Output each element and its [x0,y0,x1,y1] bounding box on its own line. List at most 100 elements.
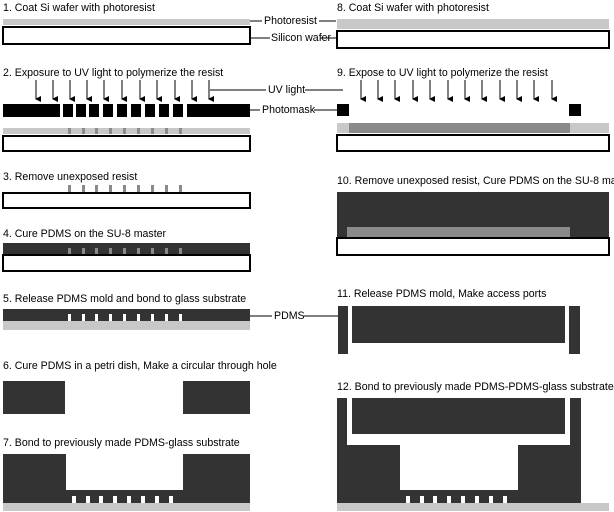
channel-notch [179,314,182,321]
step-1-silicon-wafer [2,26,251,45]
step-8-photoresist-layer [337,19,609,29]
step-12-glass-substrate [337,503,609,511]
step-9-silicon-wafer [336,134,610,152]
step-6-label: 6. Cure PDMS in a petri dish, Make a cir… [3,360,277,372]
exposed-resist-mark [179,128,182,134]
photomask-segment [145,104,155,117]
su8-post [123,185,126,192]
exposed-resist-mark [109,128,112,134]
channel-notch [99,496,103,503]
step-9-photomask-right [569,104,581,116]
callout-photomask: Photomask [262,104,316,116]
step-2-photomask [3,104,250,117]
su8-post [165,185,168,192]
step-11-pdms-left-wall [338,306,348,354]
step-4-su8-posts [68,248,182,255]
channel-notch [127,496,131,503]
exposed-resist-mark [68,128,71,134]
step-11-pdms-mold [352,306,565,343]
exposed-resist-mark [165,128,168,134]
su8-post [179,248,182,255]
step-7-pdms-block [3,454,250,503]
step-3-silicon-wafer [2,192,251,209]
channel-notch [113,496,117,503]
photomask-segment [103,104,113,117]
channel-notch [95,314,98,321]
step-4-silicon-wafer [2,254,251,272]
su8-post [165,248,168,255]
su8-post [109,248,112,255]
step-11-label: 11. Release PDMS mold, Make access ports [337,288,546,300]
step-2-label: 2. Exposure to UV light to polymerize th… [3,67,223,79]
step-4-pdms-layer [3,243,250,255]
photomask-segment [117,104,127,117]
channel-notch [503,496,507,503]
step-2-photoresist-layer [3,128,250,134]
step-9-label: 9. Expose to UV light to polymerize the … [337,67,548,79]
channel-notch [137,314,140,321]
step-2-silicon-wafer [2,135,251,152]
step-1-photoresist-layer [3,19,250,25]
step-12-label: 12. Bond to previously made PDMS-PDMS-gl… [337,381,614,393]
channel-notch [72,496,76,503]
photomask-segment [76,104,86,117]
su8-post [95,248,98,255]
step-5-channels [68,314,182,321]
step-9-uv-arrows [360,80,557,102]
step-10-su8-master [347,227,570,238]
exposed-resist-mark [137,128,140,134]
exposed-resist-mark [151,128,154,134]
callout-uv-light: UV light [268,84,305,96]
callout-pdms: PDMS [274,310,305,322]
su8-post [68,248,71,255]
step-12-channels [406,496,507,503]
channel-notch [433,496,437,503]
su8-post [137,248,140,255]
photomask-segment [89,104,99,117]
su8-post [109,185,112,192]
step-3-su8-posts [68,185,182,192]
step-11-pdms-right-wall [569,306,580,354]
step-6-pdms-left [3,381,65,414]
callout-photoresist: Photoresist [264,15,317,27]
exposed-resist-mark [95,128,98,134]
channel-notch [155,496,159,503]
step-1-label: 1. Coat Si wafer with photoresist [3,2,155,14]
step-2-exposed-resist [68,128,182,134]
step-8-silicon-wafer [336,30,610,49]
step-10-label: 10. Remove unexposed resist, Cure PDMS o… [337,175,614,187]
step-6-pdms-right [183,381,250,414]
step-12-pdms-top-mold [352,398,565,434]
step-4-label: 4. Cure PDMS on the SU-8 master [3,228,167,240]
channel-notch [475,496,479,503]
channel-notch [151,314,154,321]
step-9-photomask-left [337,104,349,116]
photomask-segment [159,104,169,117]
channel-notch [68,314,71,321]
step-9-exposed-resist [349,123,570,133]
photomask-segment [131,104,141,117]
step-7-channels [72,496,173,503]
channel-notch [461,496,465,503]
photomask-segment [173,104,183,117]
su8-post [82,248,85,255]
channel-notch [82,314,85,321]
channel-notch [86,496,90,503]
photomask-segment [63,104,73,117]
channel-notch [141,496,145,503]
channel-notch [109,314,112,321]
su8-post [137,185,140,192]
channel-notch [165,314,168,321]
su8-post [179,185,182,192]
su8-post [68,185,71,192]
step-2-uv-arrows [35,80,214,102]
channel-notch [406,496,410,503]
step-7-label: 7. Bond to previously made PDMS-glass su… [3,437,240,449]
channel-notch [169,496,173,503]
photomask-segment [3,104,60,117]
su8-post [151,248,154,255]
photomask-segment [187,104,250,117]
step-12-chamber [400,445,518,490]
channel-notch [489,496,493,503]
